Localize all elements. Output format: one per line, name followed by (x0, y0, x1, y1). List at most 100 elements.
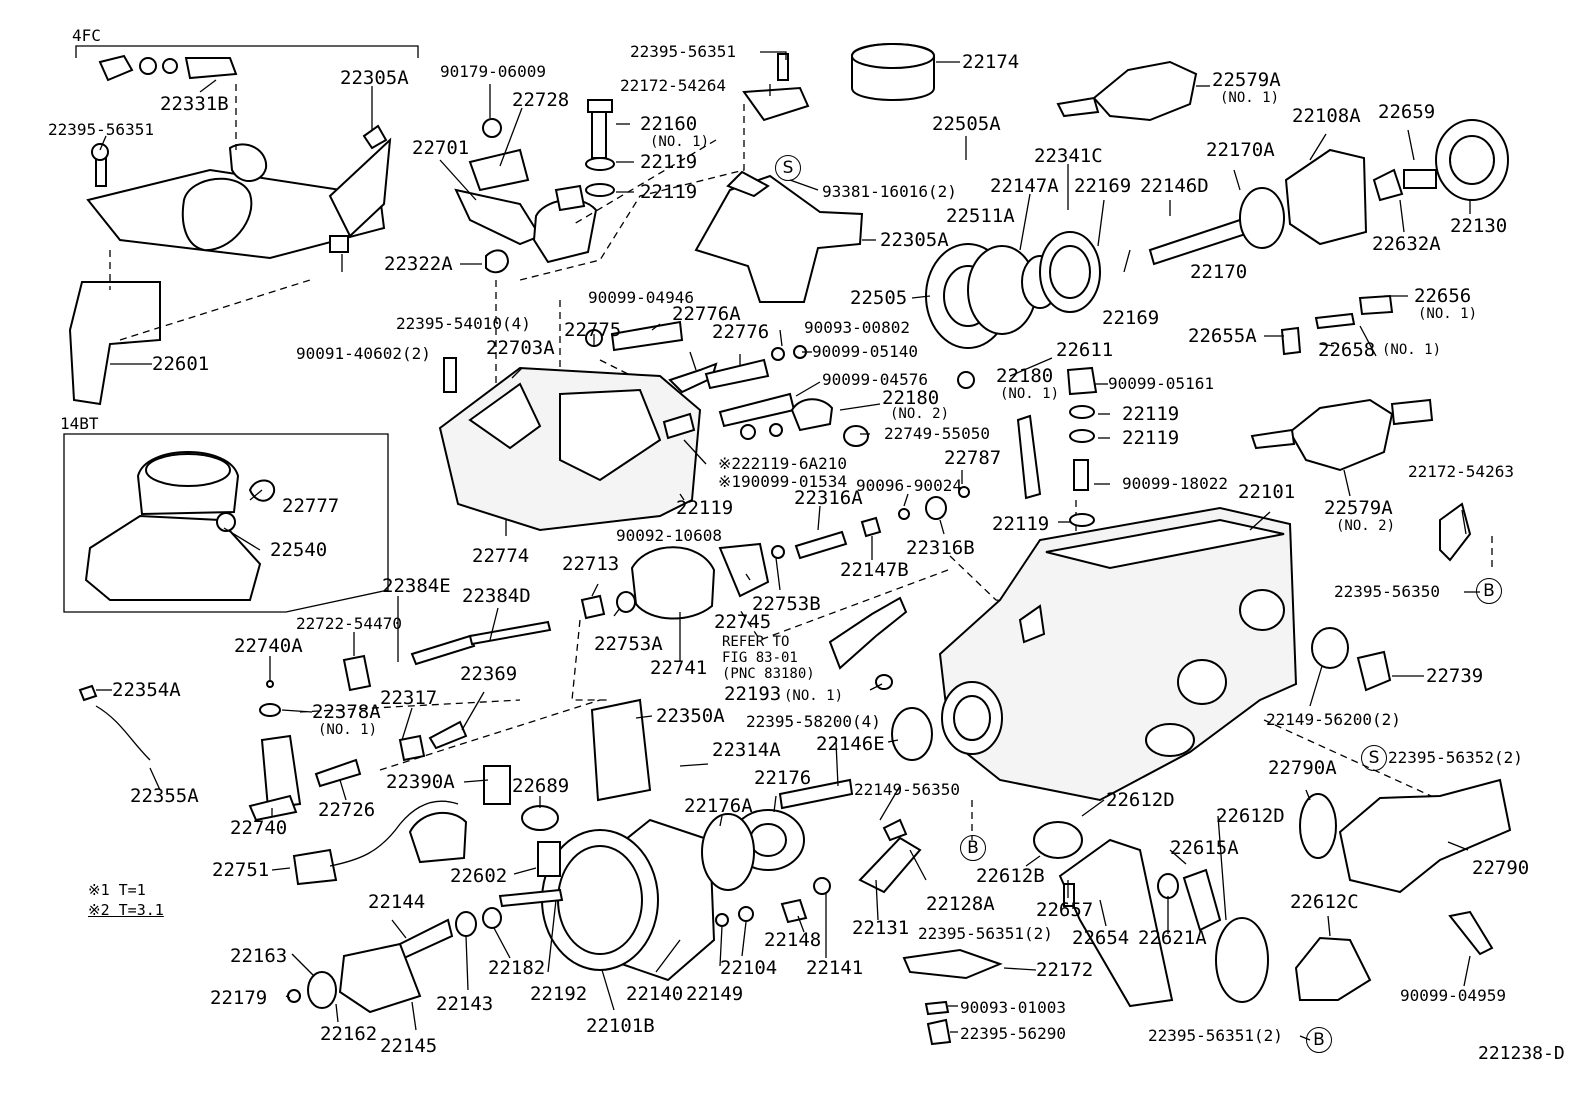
part-label: 22350A (656, 705, 725, 727)
part-label: 22108A (1292, 105, 1361, 127)
part-label: 22146D (1140, 175, 1209, 197)
part-label-note: (NO. 1) (784, 688, 844, 704)
part-label: 22390A (386, 771, 455, 793)
part-label: 22119 (1122, 403, 1180, 425)
part-label: 22305A (880, 229, 949, 251)
part-label-note: (NO. 2) (1336, 518, 1396, 534)
part-label: 22147A (990, 175, 1059, 197)
part-label: 22176 (754, 767, 812, 789)
part-label: 22741 (650, 657, 708, 679)
note-thickness-2: ※2 T=3.1 (88, 901, 164, 919)
part-label: 90091-40602(2) (296, 344, 431, 363)
part-label: 22192 (530, 983, 588, 1005)
part-label: 22740 (230, 817, 288, 839)
part-label: 22179 (210, 987, 268, 1009)
marker-s: S (775, 155, 801, 181)
part-label: 22322A (384, 253, 453, 275)
part-label: 22174 (962, 51, 1020, 73)
part-label: 22602 (450, 865, 508, 887)
part-label: 22180 (882, 387, 940, 409)
part-label: 22369 (460, 663, 518, 685)
part-label: 22305A (340, 67, 409, 89)
part-label: 90099-18022 (1122, 474, 1228, 493)
part-label: 22701 (412, 137, 470, 159)
part-label: 22722-54470 (296, 614, 402, 633)
part-label: 22775 (564, 319, 622, 341)
part-label: 22703A (486, 337, 555, 359)
part-label: 90092-10608 (616, 526, 722, 545)
marker-b: B (1476, 578, 1502, 604)
part-label: 22612B (976, 865, 1045, 887)
group-14bt-label: 14BT (60, 414, 99, 433)
part-label: 22119 (1122, 427, 1180, 449)
part-label: 22395-56350 (1334, 582, 1440, 601)
part-label: 22130 (1450, 215, 1508, 237)
part-label-note: (NO. 1) (1220, 90, 1280, 106)
part-label: 22579A (1324, 497, 1393, 519)
marker-b: B (960, 835, 986, 861)
part-label: 22540 (270, 539, 328, 561)
pump-housing-art (438, 320, 869, 532)
part-label: 22632A (1372, 233, 1441, 255)
part-label: 22101 (1238, 481, 1296, 503)
part-label: 22104 (720, 957, 778, 979)
part-label: 22144 (368, 891, 426, 913)
part-label: 22193 (724, 683, 782, 705)
part-label: 22739 (1426, 665, 1484, 687)
part-label: 22395-56352(2) (1388, 748, 1523, 767)
part-label: 22341C (1034, 145, 1103, 167)
leader-lines (96, 51, 1480, 1041)
part-label: 22655A (1188, 325, 1257, 347)
part-label: 22145 (380, 1035, 438, 1057)
part-label: 22612C (1290, 891, 1359, 913)
part-label-note: (NO. 1) (1418, 306, 1478, 322)
refer-note-line: REFER TO (722, 634, 790, 650)
part-label: 22163 (230, 945, 288, 967)
part-label: 22141 (806, 957, 864, 979)
part-label: 22169 (1102, 307, 1160, 329)
part-label: 22601 (152, 353, 210, 375)
part-label-note: (NO. 2) (890, 406, 950, 422)
part-label: 22162 (320, 1023, 378, 1045)
part-label: 22726 (318, 799, 376, 821)
part-label: 22101B (586, 1015, 655, 1037)
part-label: 22776A (672, 303, 741, 325)
part-label: 22749-55050 (884, 424, 990, 443)
part-label: 22395-56351 (630, 42, 736, 61)
lower-parts-art (78, 366, 1098, 1046)
drive-shaft-group-art (925, 60, 1509, 562)
group-4fc-label: 4FC (72, 26, 101, 45)
part-label: 93381-16016(2) (822, 182, 957, 201)
part-label: 22658 (1318, 339, 1376, 361)
throttle-linkage-art (68, 54, 392, 406)
part-label: 22149 (686, 983, 744, 1005)
part-label: 22146E (816, 733, 885, 755)
part-label: 22147B (840, 559, 909, 581)
part-label: 22395-56351(2) (1148, 1026, 1283, 1045)
part-label: 22384E (382, 575, 451, 597)
part-label: 90093-00802 (804, 318, 910, 337)
part-label: 22176A (684, 795, 753, 817)
part-label: 22657 (1036, 899, 1094, 921)
part-label: 22384D (462, 585, 531, 607)
part-label: 22753B (752, 593, 821, 615)
part-label: 22160 (640, 113, 698, 135)
part-label: 90099-04946 (588, 288, 694, 307)
part-label: 22170 (1190, 261, 1248, 283)
part-label: 90099-04576 (822, 370, 928, 389)
pump-cover-14bt-art (84, 451, 276, 601)
part-label: 22180 (996, 365, 1054, 387)
part-label: 22774 (472, 545, 530, 567)
part-label: 22140 (626, 983, 684, 1005)
part-label: 22728 (512, 89, 570, 111)
part-label: 22172-54264 (620, 76, 726, 95)
part-label-note: (NO. 1) (1382, 342, 1442, 358)
part-label: 22395-56290 (960, 1024, 1066, 1043)
figure-code: 221238-D (1478, 1043, 1565, 1064)
part-label: 22615A (1170, 837, 1239, 859)
part-label: 22172 (1036, 959, 1094, 981)
part-label: 90099-04959 (1400, 986, 1506, 1005)
part-label: 90093-01003 (960, 998, 1066, 1017)
part-label: 22689 (512, 775, 570, 797)
